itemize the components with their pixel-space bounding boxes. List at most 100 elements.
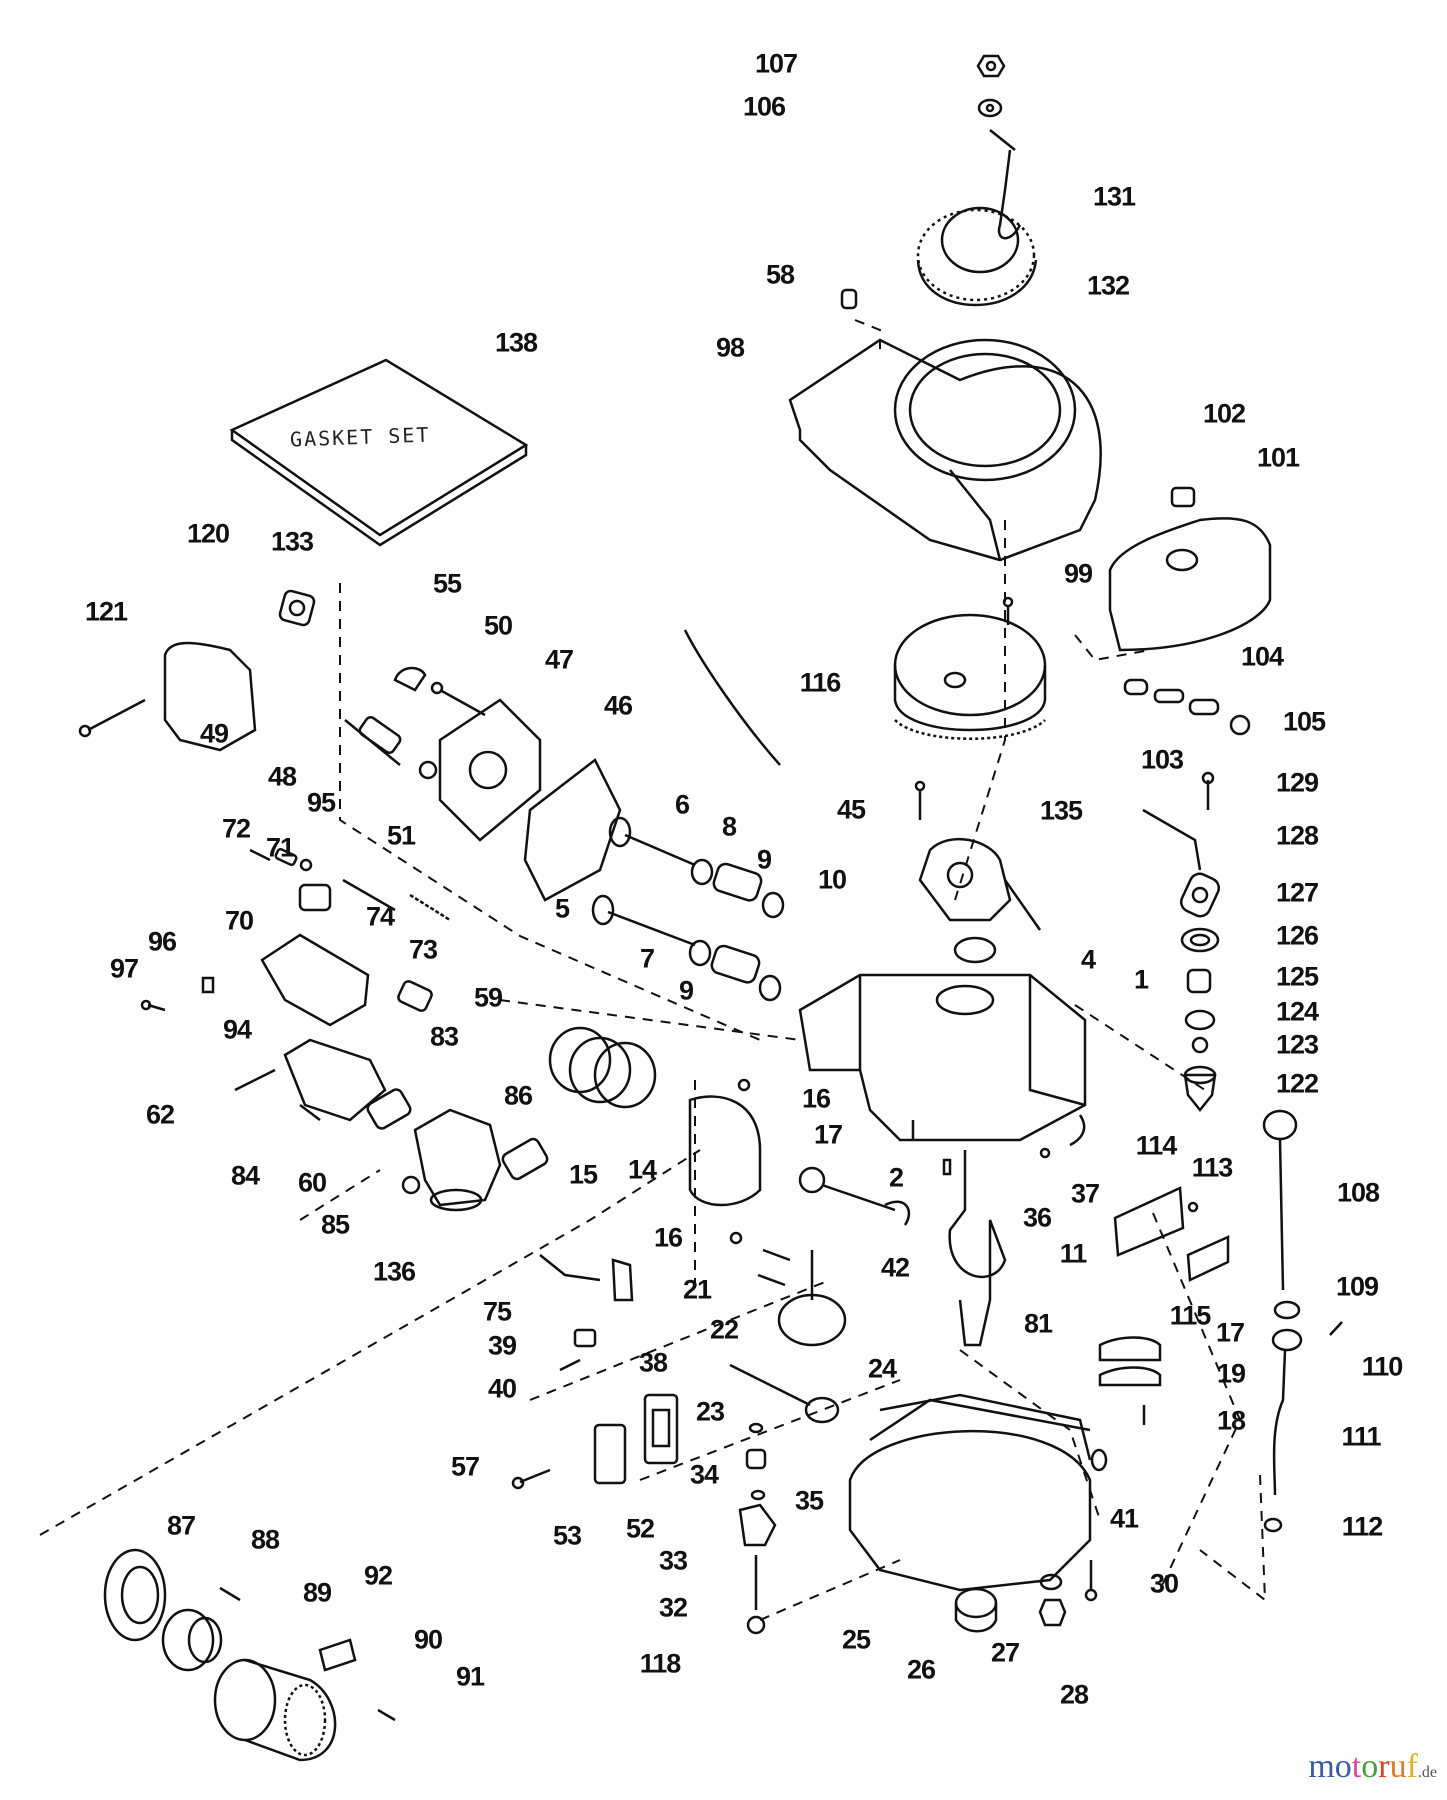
watermark-letter: f: [1406, 1748, 1418, 1785]
part-label-39: 39: [487, 1330, 517, 1361]
rod-cap-17: [1098, 1336, 1162, 1362]
part-label-102: 102: [1202, 398, 1246, 429]
stud-84: [299, 1104, 321, 1121]
part-label-9: 9: [756, 844, 772, 875]
part-label-19: 19: [1216, 1358, 1246, 1389]
part-label-129: 129: [1275, 767, 1319, 798]
fuel-tank-101: [1108, 517, 1272, 652]
part-label-98: 98: [715, 332, 745, 363]
part-label-58: 58: [765, 259, 795, 290]
clip-39: [573, 1328, 597, 1348]
part-label-41: 41: [1109, 1503, 1139, 1534]
part-label-116: 116: [799, 667, 842, 698]
part-label-55: 55: [432, 568, 462, 599]
part-label-106: 106: [742, 91, 786, 122]
screw-97: [140, 999, 166, 1012]
part-label-131: 131: [1092, 181, 1136, 212]
part-label-9: 9: [678, 975, 694, 1006]
watermark-letter: r: [1378, 1748, 1390, 1785]
part-label-46: 46: [603, 690, 633, 721]
link-74: [342, 878, 396, 912]
part-label-17: 17: [1215, 1317, 1245, 1348]
part-label-18: 18: [1216, 1405, 1246, 1436]
valve-5: [591, 894, 696, 947]
governor-23: [729, 1363, 840, 1424]
part-label-28: 28: [1059, 1679, 1089, 1710]
breather-plate-127: [1179, 872, 1221, 918]
washer-106: [977, 98, 1003, 118]
part-label-33: 33: [658, 1545, 688, 1576]
part-label-30: 30: [1149, 1568, 1179, 1599]
part-label-21: 21: [682, 1274, 712, 1305]
part-label-123: 123: [1275, 1029, 1319, 1060]
part-label-90: 90: [413, 1624, 443, 1655]
part-label-132: 132: [1086, 270, 1130, 301]
screw-113: [1187, 1201, 1199, 1213]
pin-clip-16: [729, 1078, 751, 1245]
watermark-letter: u: [1389, 1748, 1407, 1785]
control-bracket-94: [260, 933, 370, 1027]
seat-7: [688, 939, 712, 967]
clip-96: [201, 976, 215, 994]
part-label-6: 6: [674, 789, 690, 820]
screw-110: [1329, 1321, 1343, 1336]
part-label-115: 115: [1169, 1300, 1212, 1331]
part-label-108: 108: [1336, 1177, 1380, 1208]
part-label-112: 112: [1341, 1511, 1384, 1542]
watermark-suffix: .de: [1417, 1764, 1437, 1781]
sump-cover-25: [848, 1398, 1092, 1592]
screw-40: [559, 1358, 581, 1372]
part-label-16: 16: [801, 1083, 831, 1114]
spring-73: [409, 893, 451, 922]
part-label-5: 5: [554, 893, 570, 924]
decal-115: [1186, 1235, 1230, 1282]
retainer-10: [758, 891, 785, 1002]
part-label-71: 71: [265, 832, 295, 863]
part-label-88: 88: [250, 1524, 280, 1555]
filter-125: [1186, 968, 1212, 994]
part-label-89: 89: [302, 1577, 332, 1608]
part-label-87: 87: [166, 1510, 196, 1541]
spring-71: [274, 847, 298, 867]
connecting-rod-17: [798, 1166, 911, 1226]
screw-45: [914, 780, 926, 820]
part-label-124: 124: [1275, 996, 1319, 1027]
seal-4: [953, 936, 997, 964]
part-label-111: 111: [1341, 1421, 1381, 1452]
part-label-138: 138: [494, 327, 538, 358]
oil-seal-26: [954, 1587, 998, 1633]
part-label-105: 105: [1282, 706, 1326, 737]
part-label-113: 113: [1191, 1152, 1234, 1183]
fuel-cap-102: [1170, 486, 1196, 508]
gasket-set-label: GASKET SET: [289, 422, 431, 452]
tappets-21: [757, 1248, 791, 1287]
part-label-118: 118: [639, 1648, 682, 1679]
bolt-62: [234, 1068, 276, 1092]
plug-36: [1039, 1147, 1051, 1159]
part-label-51: 51: [386, 820, 416, 851]
part-label-2: 2: [888, 1162, 904, 1193]
part-label-81: 81: [1023, 1308, 1053, 1339]
retainer-124: [1184, 1009, 1216, 1031]
part-label-8: 8: [721, 811, 737, 842]
piston-rings-15: [548, 1026, 657, 1109]
part-label-37: 37: [1070, 1178, 1100, 1209]
sump-gasket-24: [879, 1393, 1092, 1461]
part-label-7: 7: [639, 943, 655, 974]
bolt-30: [1084, 1560, 1098, 1602]
pump-33: [738, 1503, 777, 1547]
blower-housing-98: [788, 338, 1102, 562]
ground-wire-116: [683, 629, 781, 766]
part-label-35: 35: [794, 1485, 824, 1516]
rotating-screen-132: [916, 206, 1038, 307]
part-label-23: 23: [695, 1396, 725, 1427]
part-label-127: 127: [1275, 877, 1319, 908]
dipstick-108: [1262, 1109, 1298, 1291]
link-75: [539, 1254, 601, 1282]
part-label-107: 107: [754, 48, 798, 79]
part-label-34: 34: [689, 1459, 719, 1490]
head-gasket-46: [523, 758, 622, 902]
screw-129: [1201, 771, 1215, 810]
breather-body-122: [1183, 1065, 1217, 1113]
part-label-84: 84: [230, 1160, 260, 1191]
